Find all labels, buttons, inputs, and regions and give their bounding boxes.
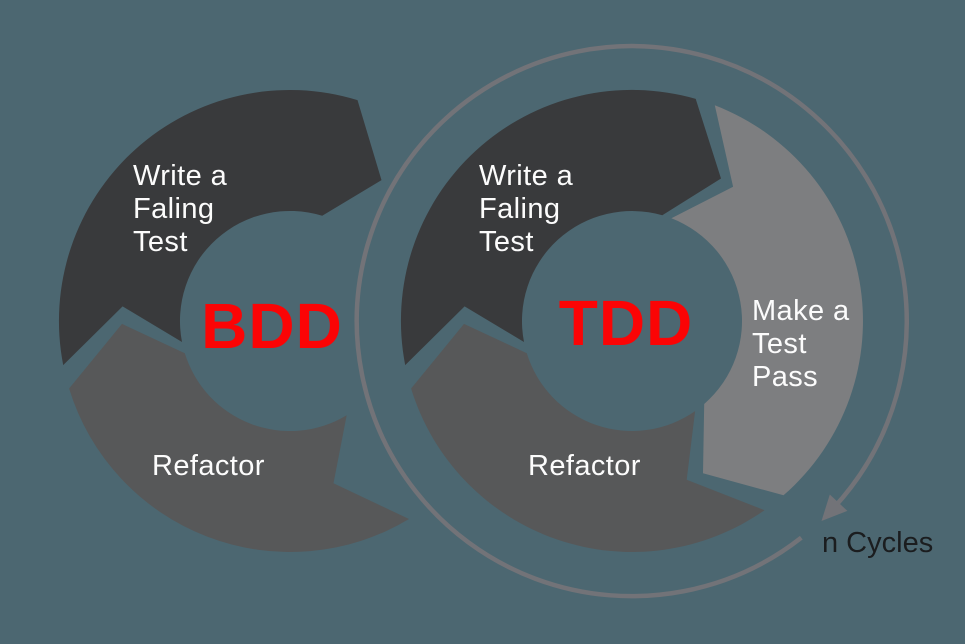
label-line: Faling: [479, 193, 561, 225]
tdd-write-failing-test-label: Write a Faling Test: [479, 160, 573, 259]
bdd-refactor-label: Refactor: [152, 450, 265, 482]
tdd-write-failing-test-segment: [400, 89, 721, 366]
label-line: Write a: [479, 160, 574, 192]
label-line: Write a: [133, 160, 228, 192]
n-cycles-label: n Cycles: [822, 527, 934, 559]
label-line: Make a: [752, 295, 850, 327]
n-cycles-ring: [354, 43, 910, 599]
n-cycles-ring-arrowhead-icon: [821, 494, 848, 521]
bdd-write-failing-test-segment: [58, 90, 382, 366]
bdd-title: BDD: [201, 290, 343, 362]
tdd-make-test-pass-segment: [671, 105, 863, 496]
tdd-title: TDD: [558, 287, 694, 359]
label-line: Test: [479, 226, 534, 258]
label-line: Pass: [752, 361, 819, 393]
tdd-refactor-label: Refactor: [528, 450, 641, 482]
label-line: Faling: [133, 193, 215, 225]
tdd-make-test-pass-label: Make a Test Pass: [752, 295, 850, 394]
tdd-refactor-segment: [411, 323, 765, 552]
bdd-write-failing-test-label: Write a Faling Test: [133, 160, 227, 259]
bdd-refactor-segment: [69, 323, 409, 552]
label-line: Test: [752, 328, 807, 360]
label-line: Test: [133, 226, 188, 258]
